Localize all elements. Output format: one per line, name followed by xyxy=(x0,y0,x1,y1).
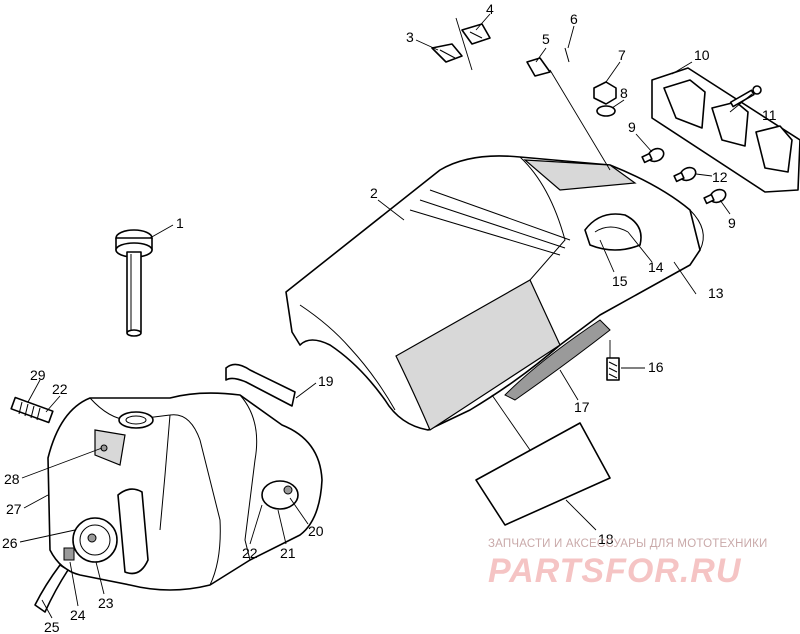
callout-4: 4 xyxy=(486,1,494,17)
callout-9-top: 9 xyxy=(628,119,636,135)
callout-14: 14 xyxy=(648,259,664,275)
callout-15: 15 xyxy=(612,273,628,289)
callout-24: 24 xyxy=(70,607,86,623)
callout-5: 5 xyxy=(542,31,550,47)
callout-9-bottom: 9 xyxy=(728,215,736,231)
callout-2: 2 xyxy=(370,185,378,201)
strap-19 xyxy=(225,363,296,407)
callout-21: 21 xyxy=(280,545,296,561)
washer-8 xyxy=(596,105,616,117)
callout-18: 18 xyxy=(598,531,614,547)
leader-lines xyxy=(19,13,753,619)
callout-3: 3 xyxy=(406,29,414,45)
callout-16: 16 xyxy=(648,359,664,375)
callout-8: 8 xyxy=(620,85,628,101)
foam-pad xyxy=(475,422,611,526)
callout-29: 29 xyxy=(30,367,46,383)
nut-7 xyxy=(593,81,617,105)
spring-vent xyxy=(10,396,54,424)
callout-22-left: 22 xyxy=(52,381,68,397)
callout-23: 23 xyxy=(98,595,114,611)
plate-5 xyxy=(526,57,551,77)
taillight-frame xyxy=(651,67,800,193)
callout-27: 27 xyxy=(6,501,22,517)
callout-19: 19 xyxy=(318,373,334,389)
callout-22-right: 22 xyxy=(242,545,258,561)
callout-25: 25 xyxy=(44,619,60,634)
callout-11: 11 xyxy=(762,107,777,123)
fuel-tank xyxy=(34,392,323,613)
watermark-logo: PARTSFOR.RU xyxy=(488,552,742,590)
callout-20: 20 xyxy=(308,523,324,539)
bulb-9-top xyxy=(641,147,665,164)
callout-6: 6 xyxy=(570,11,578,27)
callout-10: 10 xyxy=(694,47,710,63)
clip-4 xyxy=(461,23,491,45)
bulb-12 xyxy=(673,166,697,183)
fuel-filler-neck xyxy=(115,229,153,337)
bolt-16 xyxy=(606,357,620,381)
callout-26: 26 xyxy=(2,535,18,551)
seat-body xyxy=(285,155,704,431)
screw-6 xyxy=(564,47,570,63)
watermark-tagline: ЗАПЧАСТИ И АКСЕССУАРЫ ДЛЯ МОТОТЕХНИКИ xyxy=(488,538,768,550)
callout-13: 13 xyxy=(708,285,724,301)
callout-12: 12 xyxy=(712,169,728,185)
callout-7: 7 xyxy=(618,47,626,63)
screw-11 xyxy=(729,85,762,108)
callout-28: 28 xyxy=(4,471,20,487)
callout-labels: 1 2 3 4 5 6 7 8 9 9 10 11 12 13 14 15 16… xyxy=(2,1,777,634)
clip-3 xyxy=(431,43,463,63)
bulb-9-bottom xyxy=(703,188,727,205)
callout-17: 17 xyxy=(574,399,590,415)
callout-1: 1 xyxy=(176,215,184,231)
